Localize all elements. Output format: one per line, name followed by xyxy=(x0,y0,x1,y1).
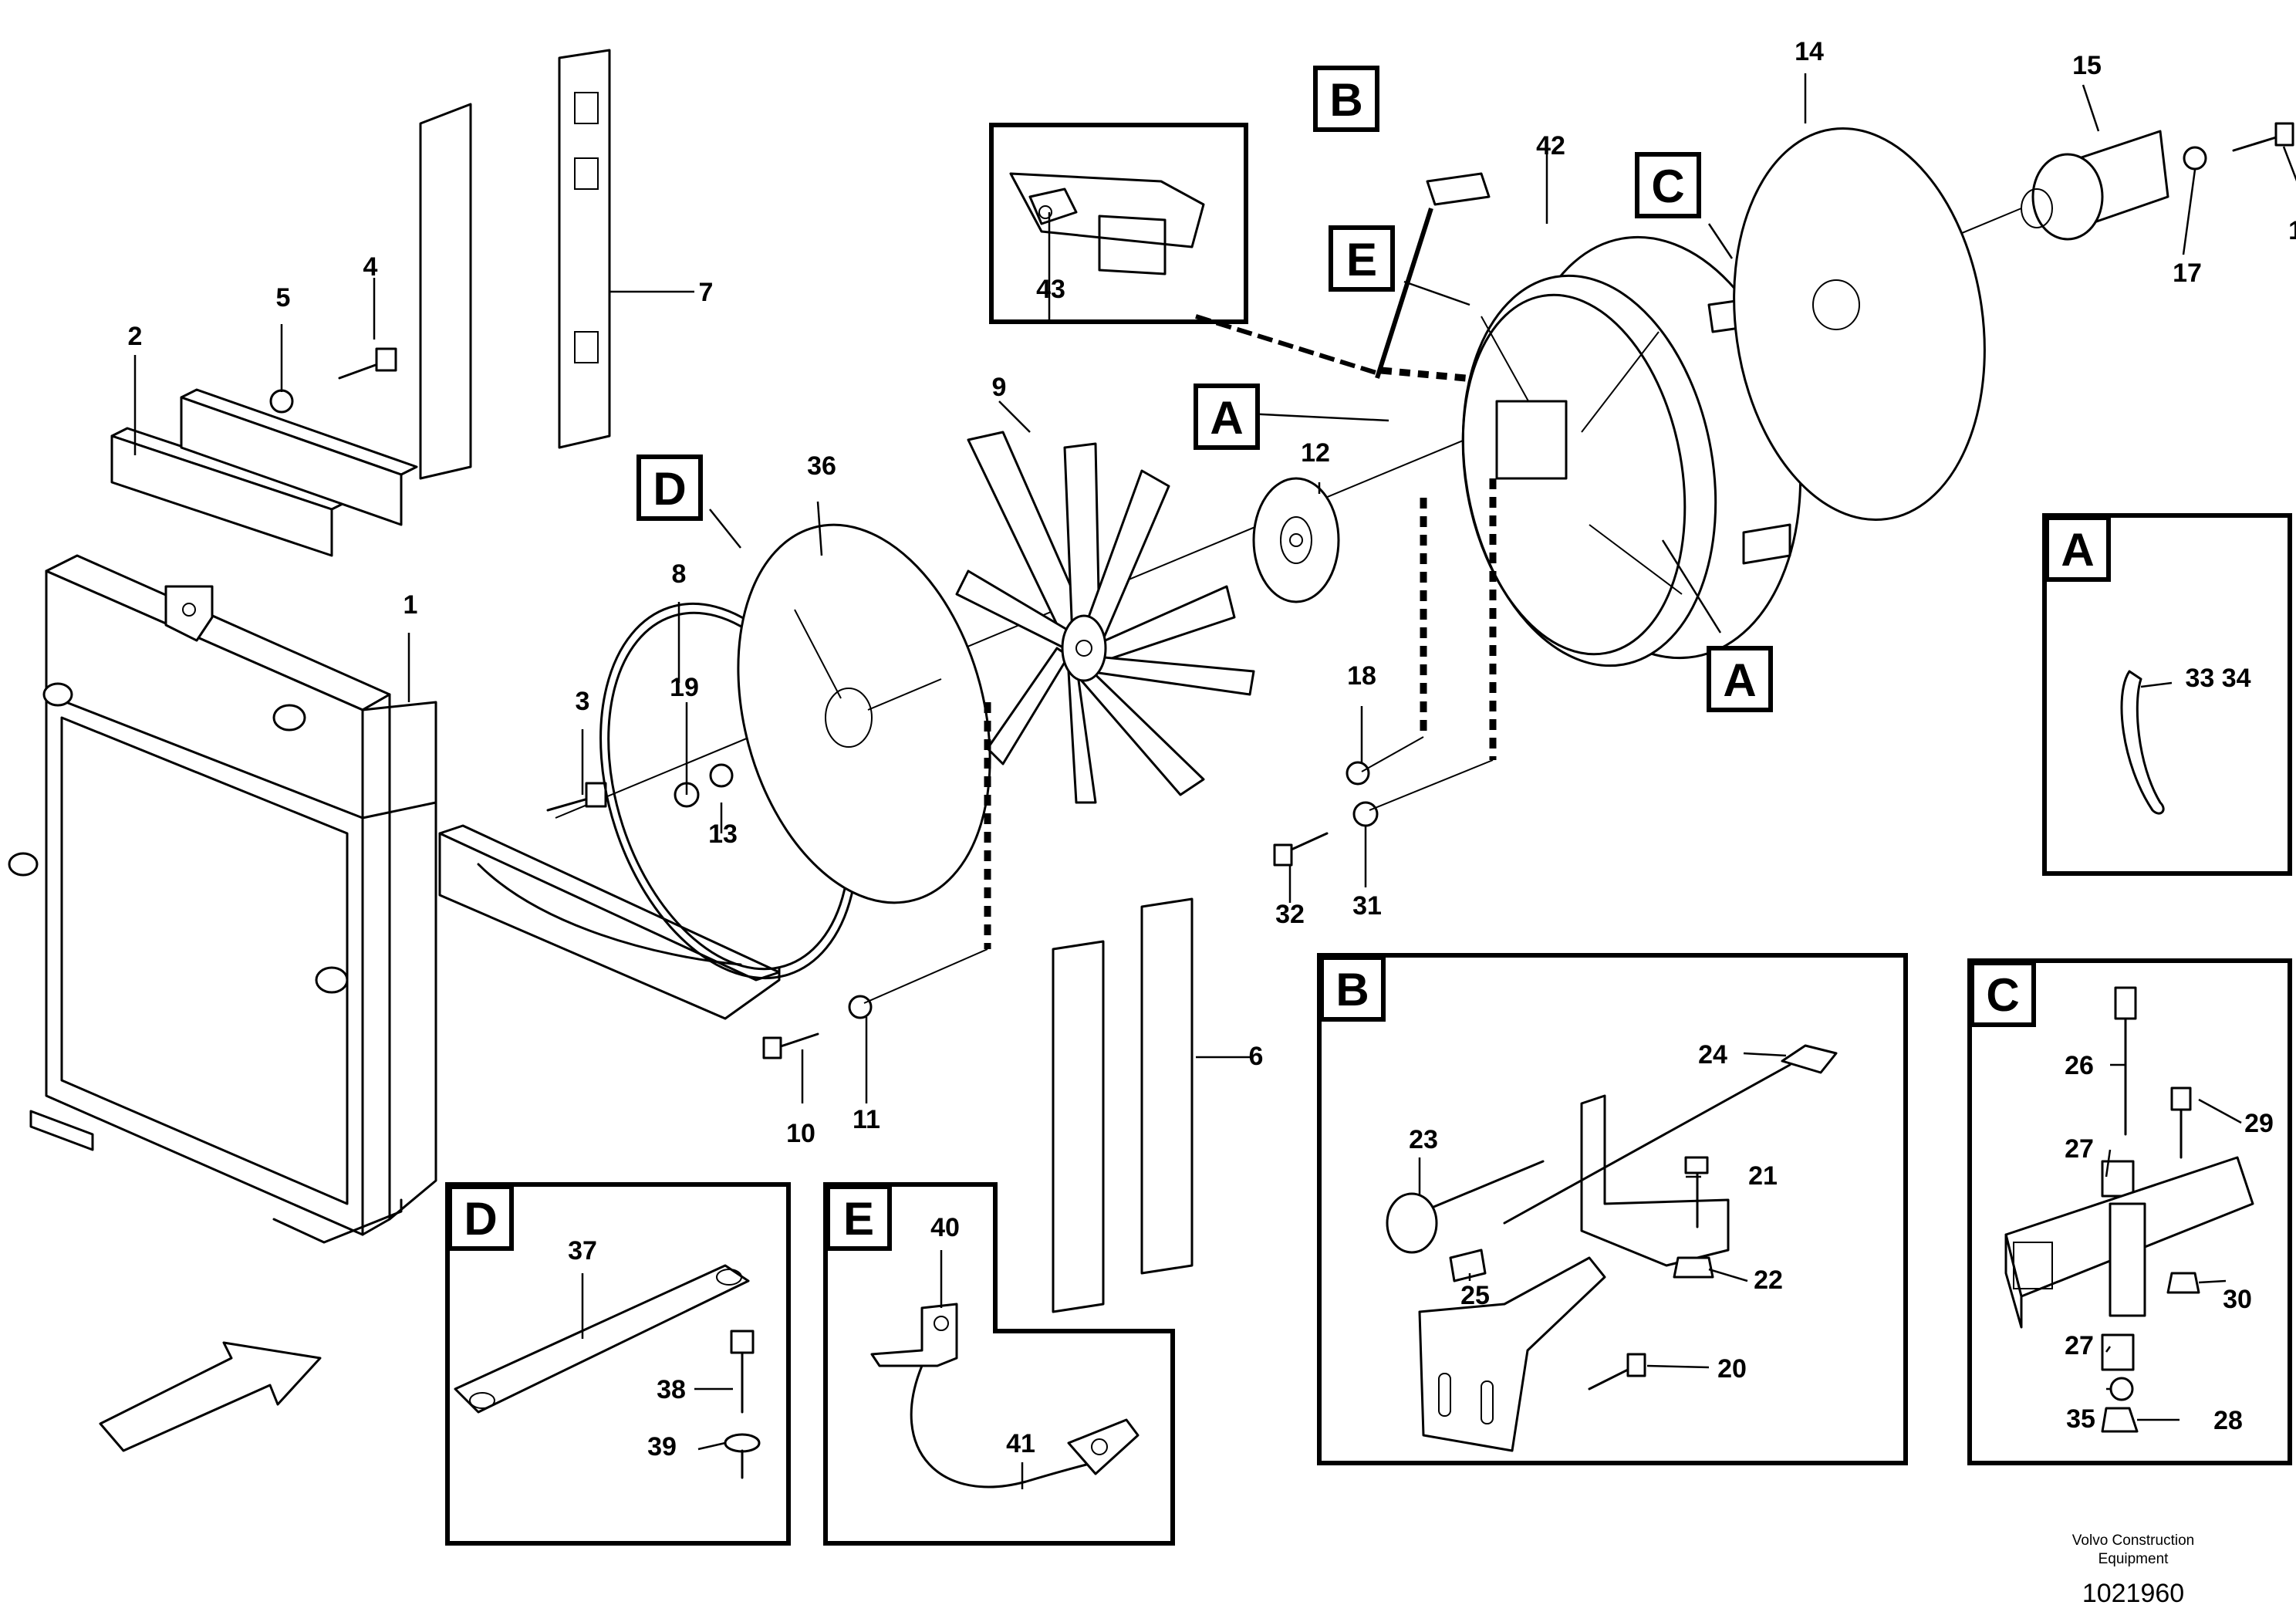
callout-25: 25 xyxy=(1460,1281,1490,1310)
inset-43 xyxy=(989,123,1248,324)
callout-27a: 27 xyxy=(2065,1134,2094,1164)
screen-disc-14 xyxy=(1733,127,1986,521)
callout-36: 36 xyxy=(807,451,836,481)
detail-box-B xyxy=(1317,953,1908,1465)
callout-14: 14 xyxy=(1795,37,1824,66)
callout-26: 26 xyxy=(2065,1051,2094,1080)
callout-18: 18 xyxy=(1347,661,1376,691)
callout-43: 43 xyxy=(1036,275,1065,304)
callout-38: 38 xyxy=(657,1375,686,1404)
callout-13: 13 xyxy=(708,819,738,849)
callout-15: 15 xyxy=(2072,51,2102,80)
callout-33-34: 33 34 xyxy=(2185,664,2250,693)
callout-28: 28 xyxy=(2213,1406,2243,1435)
callout-6: 6 xyxy=(1249,1042,1264,1071)
footer-company-line1: Volvo Construction xyxy=(2072,1532,2194,1549)
lower-bracket xyxy=(438,824,781,1020)
callout-4: 4 xyxy=(363,252,378,282)
callout-23: 23 xyxy=(1409,1125,1438,1154)
shroud-part-42 xyxy=(1426,172,1802,667)
callout-16: 16 xyxy=(2288,216,2296,245)
document-number: 1021960 xyxy=(2082,1579,2184,1608)
callout-12: 12 xyxy=(1301,438,1330,468)
callout-1: 1 xyxy=(403,590,418,620)
side-panels-6 xyxy=(1052,897,1194,1313)
detail-box-A xyxy=(2042,513,2292,876)
shim-plates-2 xyxy=(110,388,418,557)
callout-29: 29 xyxy=(2244,1109,2274,1138)
flag-labels: B E C A D A A B C D E xyxy=(464,66,2095,1245)
fan-part-9 xyxy=(955,431,1255,804)
callout-7: 7 xyxy=(699,278,714,307)
callout-numbers: 1 2 3 4 5 6 7 8 9 10 11 12 13 14 15 16 1… xyxy=(128,37,2296,1461)
callout-27b: 27 xyxy=(2065,1331,2094,1360)
flag-E-main: E xyxy=(1346,234,1377,286)
dashed-assembly-lines xyxy=(984,367,1497,949)
callout-41: 41 xyxy=(1006,1429,1035,1458)
callout-11: 11 xyxy=(853,1105,880,1134)
side-panels-7 xyxy=(419,49,611,480)
radiator-part-1 xyxy=(8,554,437,1244)
callout-42: 42 xyxy=(1536,131,1565,161)
callout-5: 5 xyxy=(276,283,291,313)
callout-9: 9 xyxy=(992,373,1007,402)
detail-box-D xyxy=(445,1182,791,1546)
bolts xyxy=(338,122,2294,1059)
footer: Volvo Construction Equipment 1021960 xyxy=(2072,1532,2194,1608)
detail-box-E xyxy=(823,1182,1175,1546)
flag-E-detail: E xyxy=(843,1193,874,1245)
callout-20: 20 xyxy=(1717,1354,1747,1384)
callout-17: 17 xyxy=(2173,259,2202,288)
motor-part-15 xyxy=(2021,130,2169,241)
detail-box-C xyxy=(1967,958,2292,1465)
callout-40: 40 xyxy=(930,1213,960,1242)
callout-35: 35 xyxy=(2066,1404,2095,1434)
callout-24: 24 xyxy=(1698,1040,1727,1070)
callout-39: 39 xyxy=(647,1432,677,1461)
callout-2: 2 xyxy=(128,322,143,351)
flag-C-main: C xyxy=(1651,161,1684,212)
screen-disc-36 xyxy=(737,523,991,904)
callout-31: 31 xyxy=(1352,891,1382,921)
callout-3: 3 xyxy=(576,687,590,716)
callout-8: 8 xyxy=(672,559,687,589)
callout-19: 19 xyxy=(670,673,699,702)
callout-21: 21 xyxy=(1748,1161,1778,1191)
flange-part-12 xyxy=(1252,477,1340,603)
flag-C-detail: C xyxy=(1986,969,2019,1021)
flag-B-main: B xyxy=(1329,74,1362,126)
flag-A-main-1: A xyxy=(1210,392,1243,444)
flag-B-detail: B xyxy=(1335,964,1369,1015)
footer-company-line2: Equipment xyxy=(2098,1551,2169,1567)
flag-A-detail: A xyxy=(2061,524,2094,576)
callout-10: 10 xyxy=(786,1119,815,1148)
leader-lines xyxy=(133,73,2296,1489)
flag-D-main: D xyxy=(653,463,686,515)
callout-30: 30 xyxy=(2223,1285,2252,1314)
callout-37: 37 xyxy=(568,1236,597,1265)
flag-A-main-2: A xyxy=(1723,654,1756,706)
flag-D-detail: D xyxy=(464,1193,497,1245)
callout-22: 22 xyxy=(1754,1265,1783,1295)
callout-32: 32 xyxy=(1275,900,1305,929)
airflow-arrow xyxy=(99,1341,322,1452)
